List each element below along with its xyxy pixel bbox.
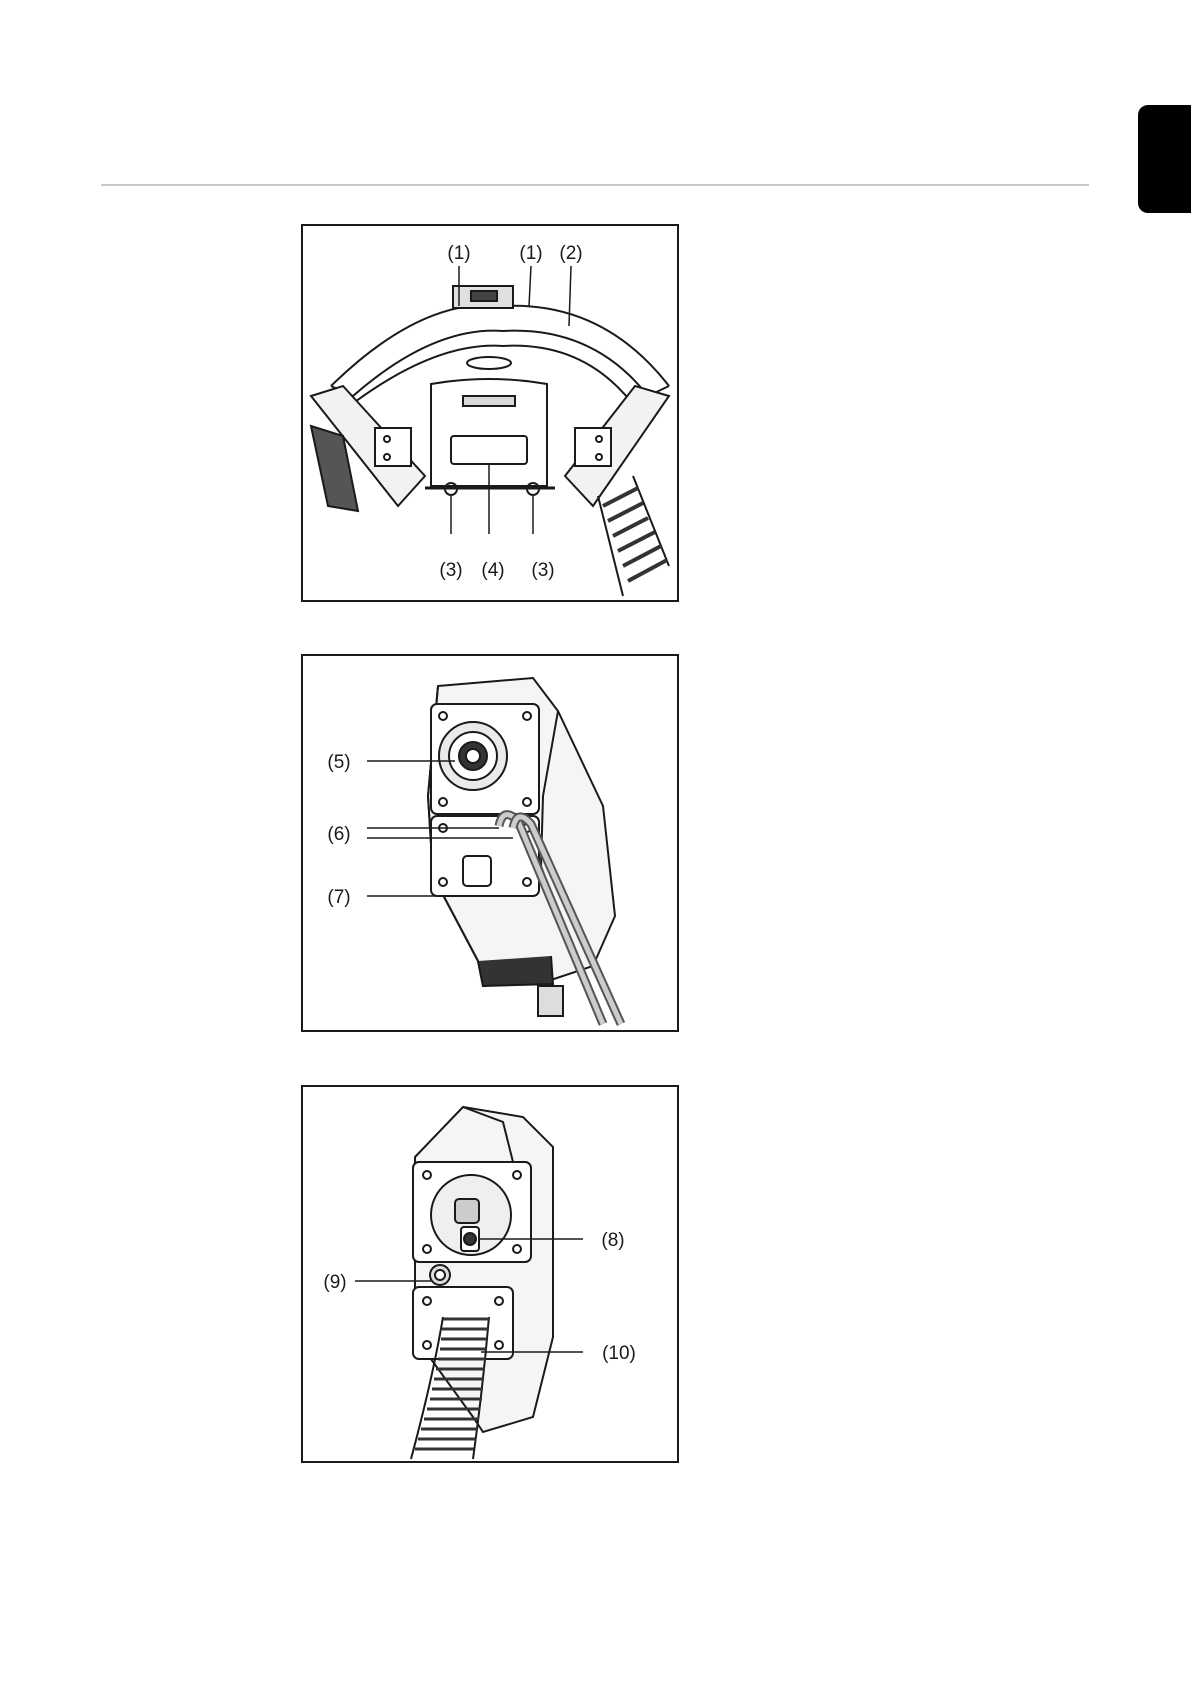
callout-1a: (1) (447, 243, 470, 264)
callout-1b: (1) (519, 243, 542, 264)
chapter-tab (1138, 105, 1191, 213)
callout-6: (6) (327, 824, 350, 845)
figure-2-drawing: (5) (6) (7) (303, 656, 677, 1030)
callout-4: (4) (481, 560, 504, 581)
figure-1-drawing: (1) (1) (2) (3) (4) (3) (303, 226, 677, 600)
callout-8: (8) (601, 1230, 624, 1251)
callout-7: (7) (327, 887, 350, 908)
figure-2: (5) (6) (7) (301, 654, 679, 1032)
callout-2: (2) (559, 243, 582, 264)
figure-3-drawing: (8) (9) (10) (303, 1087, 677, 1461)
callout-3a: (3) (439, 560, 462, 581)
callout-10: (10) (602, 1343, 636, 1364)
callout-3b: (3) (531, 560, 554, 581)
header-rule (101, 184, 1089, 186)
figure-3: (8) (9) (10) (301, 1085, 679, 1463)
callout-9: (9) (323, 1272, 346, 1293)
figure-1: (1) (1) (2) (3) (4) (3) (301, 224, 679, 602)
callout-5: (5) (327, 752, 350, 773)
